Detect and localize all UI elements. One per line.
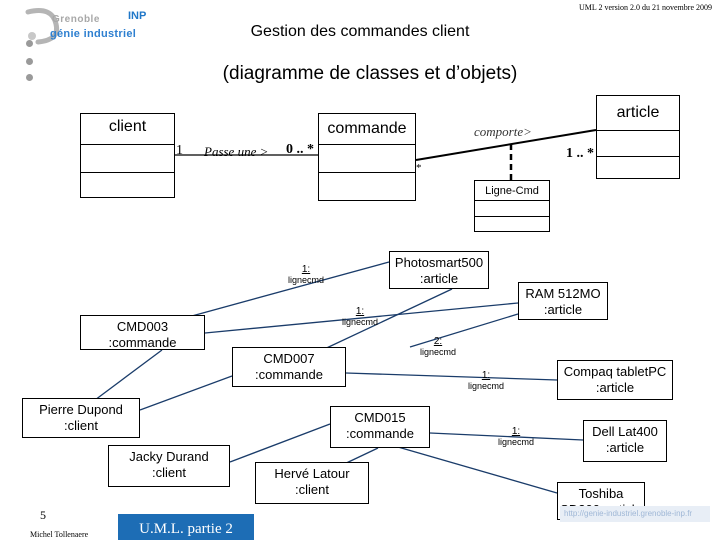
link-cmd003-photosmart bbox=[169, 261, 390, 323]
link-label-3: 2:lignecmd bbox=[419, 336, 457, 357]
link-label-2: 1:lignecmd bbox=[341, 306, 379, 327]
page-subtitle: (diagramme de classes et d’objets) bbox=[222, 63, 518, 84]
object-dell-lat400: Dell Lat400:article bbox=[583, 420, 667, 462]
object-cmd007: CMD007:commande bbox=[232, 347, 346, 387]
footer-url: http://genie-industriel.grenoble-inp.fr bbox=[560, 506, 710, 522]
mult-commande-star: * bbox=[416, 162, 422, 174]
footer-course-title: U.M.L. partie 2 bbox=[118, 514, 254, 540]
class-ligne-cmd: Ligne-Cmd bbox=[474, 180, 550, 232]
object-jacky-durand: Jacky Durand:client bbox=[108, 445, 230, 487]
logo-swirl-icon bbox=[25, 8, 60, 45]
mult-article: 1 .. * bbox=[566, 146, 594, 161]
link-label-1: 1:lignecmd bbox=[287, 264, 325, 285]
logo-text-grenoble: Grenoble bbox=[52, 14, 100, 25]
mult-commande: 0 .. * bbox=[286, 142, 314, 157]
link-label-4: 1:lignecmd bbox=[467, 370, 505, 391]
link-pierre-cmd007 bbox=[139, 375, 233, 411]
link-jacky-cmd015 bbox=[229, 423, 331, 463]
class-client-name: client bbox=[108, 118, 147, 135]
bullet-icon bbox=[26, 58, 33, 65]
link-cmd007-photosmart bbox=[317, 288, 453, 353]
object-photosmart500: Photosmart500:article bbox=[389, 251, 489, 289]
class-ligne-cmd-name: Ligne-Cmd bbox=[485, 185, 539, 197]
object-ram-512mo: RAM 512MO:article bbox=[518, 282, 608, 320]
bullet-icon bbox=[26, 40, 33, 47]
link-cmd007-compaq bbox=[345, 372, 558, 381]
object-herve-latour: Hervé Latour:client bbox=[255, 462, 369, 504]
page-title: Gestion des commandes client bbox=[250, 23, 470, 40]
link-cmd015-toshiba bbox=[397, 446, 558, 494]
link-label-5: 1:lignecmd bbox=[497, 426, 535, 447]
logo-text-inp: INP bbox=[128, 10, 147, 22]
object-pierre-dupond: Pierre Dupond:client bbox=[22, 398, 140, 438]
object-compaq-tabletpc: Compaq tabletPC:article bbox=[557, 360, 673, 400]
logo-text-genie: génie industriel bbox=[50, 28, 137, 40]
role-comporte: comporte> bbox=[474, 124, 532, 139]
footer-author: Michel Tollenaere bbox=[30, 530, 89, 539]
class-commande: commande bbox=[318, 113, 416, 201]
link-pierre-cmd003 bbox=[94, 349, 163, 401]
object-cmd003: CMD003:commande bbox=[80, 315, 205, 350]
mult-client: 1 bbox=[176, 143, 183, 158]
role-passe-une: Passe une > bbox=[204, 144, 269, 159]
object-cmd015: CMD015:commande bbox=[330, 406, 430, 448]
class-article: article bbox=[596, 95, 680, 179]
link-cmd003-ram bbox=[204, 302, 519, 334]
header-version-note: UML 2 version 2.0 du 21 novembre 2009 bbox=[578, 3, 712, 12]
class-client: client bbox=[80, 113, 175, 198]
class-commande-name: commande bbox=[327, 120, 407, 137]
bullet-icon bbox=[26, 74, 33, 81]
link-cmd007-ram bbox=[409, 313, 519, 348]
link-cmd015-dell bbox=[429, 432, 584, 441]
class-article-name: article bbox=[616, 104, 660, 121]
logo bbox=[22, 6, 172, 46]
assoc-comporte bbox=[415, 129, 597, 161]
page-number: 5 bbox=[40, 508, 46, 522]
